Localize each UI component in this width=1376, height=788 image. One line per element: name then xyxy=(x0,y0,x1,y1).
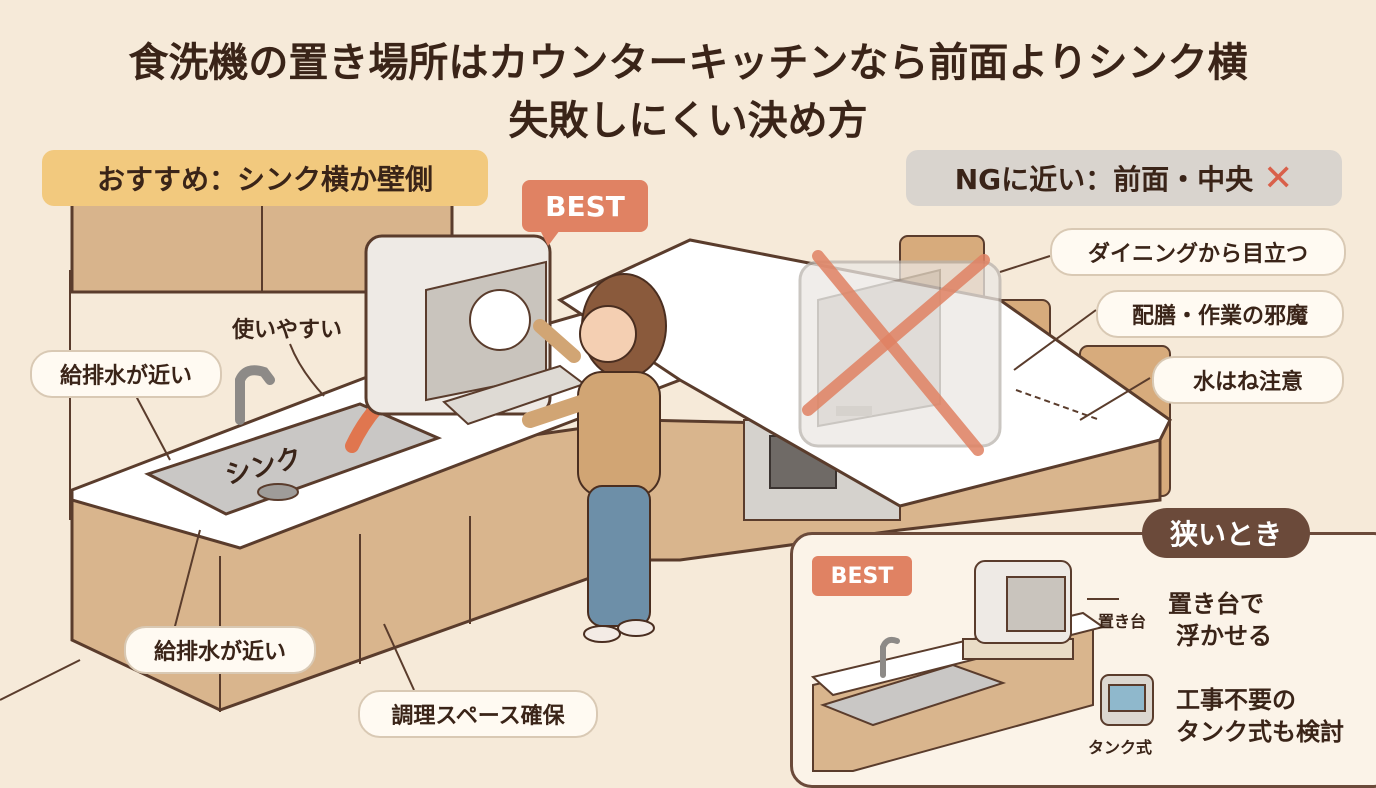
label-easy: 使いやすい xyxy=(232,318,343,343)
infographic: 食洗機の置き場所はカウンターキッチンなら前面よりシンク横 失敗しにくい決め方 お… xyxy=(0,40,1376,788)
main-title: 食洗機の置き場所はカウンターキッチンなら前面よりシンク横 xyxy=(128,40,1248,86)
narrow-illustration xyxy=(810,560,1154,772)
ng-label: NGに近い：前面・中央 xyxy=(954,163,1254,196)
stand-text-2: 浮かせる xyxy=(1176,622,1272,650)
label-visible: ダイニングから目立つ xyxy=(1050,228,1346,276)
narrow-inset xyxy=(790,532,1376,788)
sub-title: 失敗しにくい決め方 xyxy=(508,98,868,144)
ng-banner: NGに近い：前面・中央 ✕ xyxy=(906,150,1342,206)
tank-text-2: タンク式も検討 xyxy=(1176,718,1344,746)
stand-label: 置き台 xyxy=(1098,612,1147,631)
label-near-water-bottom: 給排水が近い xyxy=(124,626,316,674)
best-small-tag: BEST xyxy=(812,556,912,596)
label-cooking-space: 調理スペース確保 xyxy=(358,690,598,738)
label-obstacle: 配膳・作業の邪魔 xyxy=(1096,290,1344,338)
tank-text-1: 工事不要の xyxy=(1176,686,1296,714)
label-splash: 水はね注意 xyxy=(1152,356,1344,404)
stand-text-1: 置き台で xyxy=(1168,590,1264,618)
narrow-tab: 狭いとき xyxy=(1142,508,1310,558)
label-near-water-top: 給排水が近い xyxy=(30,350,222,398)
recommend-label: おすすめ：シンク横か壁側 xyxy=(96,163,433,196)
x-icon: ✕ xyxy=(1263,157,1294,199)
recommend-banner: おすすめ：シンク横か壁側 xyxy=(42,150,488,206)
tank-label: タンク式 xyxy=(1088,738,1153,757)
faucet xyxy=(235,365,275,425)
person-body xyxy=(577,371,661,497)
best-tag: BEST xyxy=(522,180,648,232)
